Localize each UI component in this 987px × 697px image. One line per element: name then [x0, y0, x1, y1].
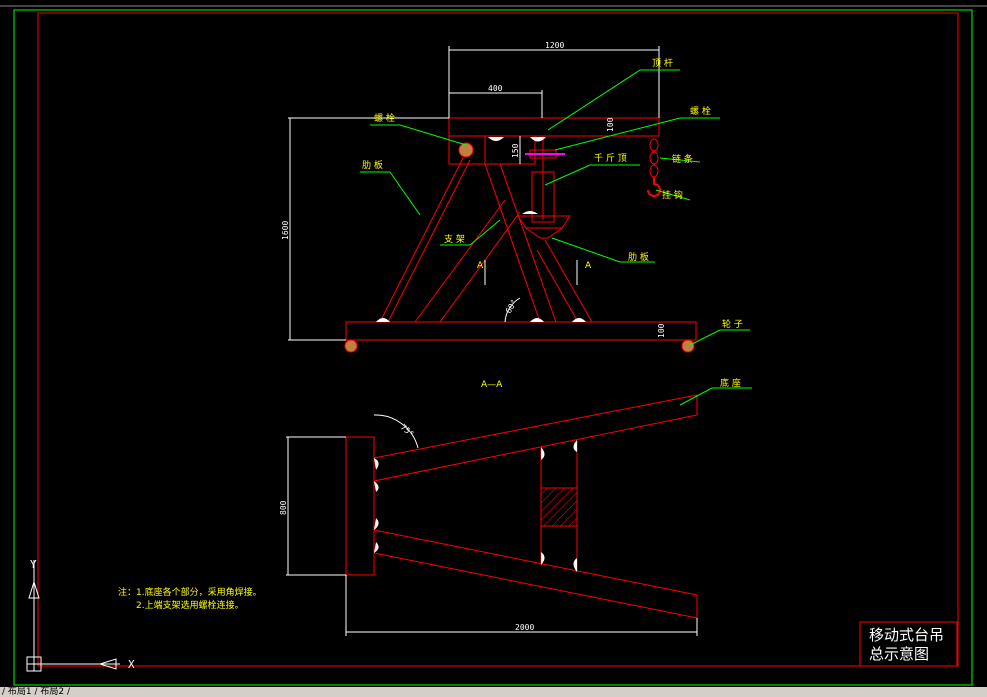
- title-line1: 移动式台吊: [869, 626, 944, 644]
- dim-100-base: 100: [657, 323, 666, 338]
- ucs-x-label: X: [128, 658, 135, 671]
- chain-icon: [649, 138, 659, 152]
- layout-tabs-text[interactable]: / 布局1 / 布局2 /: [2, 687, 70, 697]
- outer-frame: [13, 9, 973, 686]
- wheel-right-icon: [681, 339, 695, 353]
- label-top-rod: 顶 杆: [652, 57, 673, 69]
- section-mark-left: A: [477, 261, 484, 271]
- section-title: A—A: [481, 380, 503, 390]
- dim-800: 800: [279, 500, 288, 515]
- ucs-y-label: Y: [30, 558, 37, 571]
- dim-1600: 1600: [281, 221, 290, 240]
- label-bracket: 支 架: [444, 233, 465, 245]
- top-beam: [448, 117, 660, 137]
- note-line1: 注：1.底座各个部分，采用角焊接。: [118, 586, 262, 598]
- label-hook: 挂 钩: [662, 189, 683, 201]
- label-bolt-right: 螺 栓: [690, 105, 711, 117]
- label-jack: 千 斤 顶: [594, 153, 627, 164]
- dim-2000: 2000: [515, 623, 534, 632]
- label-chain: 链 条: [672, 153, 693, 165]
- hatch-section: [540, 487, 578, 527]
- title-block: [859, 621, 958, 667]
- title-line2: 总示意图: [869, 645, 929, 663]
- section-mark-right: A: [585, 261, 592, 271]
- dim-1200: 1200: [545, 41, 564, 50]
- dim-400: 400: [488, 84, 503, 93]
- ucs-icon: Y X: [26, 558, 135, 672]
- dim-100-top: 100: [606, 117, 615, 132]
- label-base: 底 座: [720, 377, 741, 389]
- label-bolt-left: 螺 栓: [374, 112, 395, 124]
- wheel-left-icon: [344, 339, 358, 353]
- layout-tabs-bar[interactable]: / 布局1 / 布局2 /: [0, 687, 987, 697]
- base-plate: [345, 436, 375, 576]
- label-rib-right: 肋 板: [628, 251, 649, 263]
- hook-icon: [647, 177, 661, 197]
- label-rib-left: 肋 板: [362, 159, 383, 171]
- dim-150: 150: [511, 143, 520, 158]
- bolt-left-icon: [458, 142, 474, 158]
- label-wheel: 轮 子: [722, 318, 743, 330]
- note-line2: 2.上端支架选用螺栓连接。: [136, 599, 244, 611]
- base-beam: [345, 321, 697, 341]
- inner-frame: [37, 12, 959, 667]
